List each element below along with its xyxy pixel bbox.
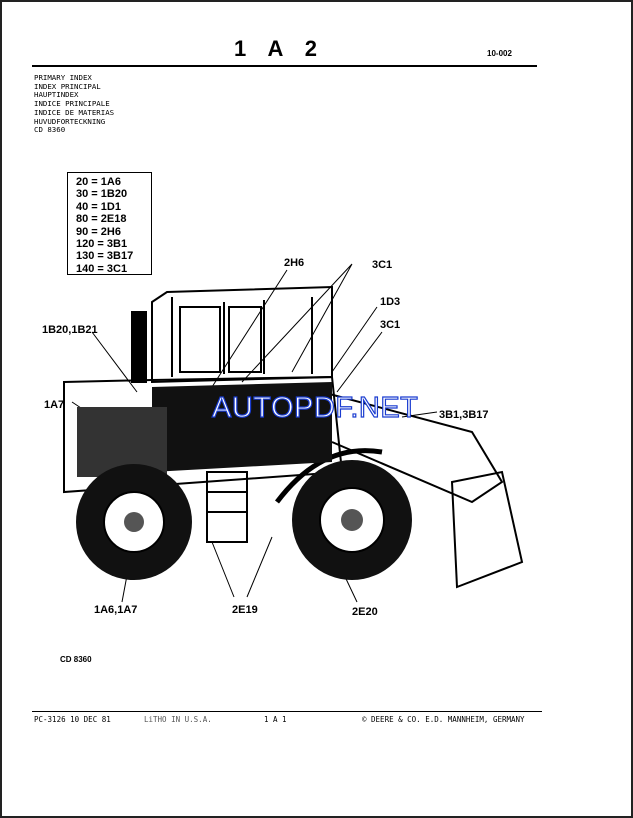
callout-2e20: 2E20 [352, 606, 378, 618]
index-line: INDICE DE MATERIAS [34, 107, 115, 117]
wheel-rear [76, 464, 192, 580]
callout-3c1-b: 3C1 [380, 319, 401, 331]
footer-page: 1 A 1 [264, 715, 287, 724]
callout-1a6: 1A6,1A7 [94, 604, 138, 616]
watermark: AUTOPDF.NET [211, 391, 419, 424]
callout-1a7: 1A7 [44, 399, 65, 411]
legend-item: 120 = 3B1 [76, 238, 128, 251]
index-titles: PRIMARY INDEX INDEX PRINCIPAL HAUPTINDEX… [34, 73, 115, 135]
index-line: HAUPTINDEX [34, 90, 79, 100]
footer-rule [32, 711, 542, 712]
wheel-front [292, 460, 412, 580]
page-code: 10-002 [487, 49, 512, 58]
callout-2h6: 2H6 [284, 257, 305, 269]
index-line: PRIMARY INDEX [34, 73, 92, 82]
legend-item: 30 = 1B20 [76, 188, 128, 201]
callout-1d3: 1D3 [380, 296, 401, 308]
header-rule [32, 65, 537, 67]
footer-copyright: © DEERE & CO. E.D. MANNHEIM, GERMANY [362, 715, 525, 724]
callout-2e19: 2E19 [232, 604, 258, 616]
legend-item: 40 = 1D1 [76, 200, 121, 213]
footer-pc: PC-3126 10 DEC 81 [34, 715, 111, 724]
legend-item: 80 = 2E18 [76, 213, 127, 226]
legend-item: 90 = 2H6 [76, 225, 121, 238]
index-line: HUVUDFORTECKNING [34, 116, 106, 126]
index-line: INDEX PRINCIPAL [34, 81, 101, 91]
callout-3c1: 3C1 [372, 259, 393, 271]
index-line: CD 8360 [34, 125, 66, 135]
footer-litho: LiTHO IN U.S.A. [144, 715, 212, 724]
index-line: INDICE PRINCIPALE [34, 99, 110, 109]
callout-3b1: 3B1,3B17 [439, 409, 489, 421]
legend-item: 140 = 3C1 [76, 262, 128, 275]
legend-item: 130 = 3B17 [76, 250, 134, 263]
legend-box: 20 = 1A6 30 = 1B20 40 = 1D1 80 = 2E18 90… [67, 172, 152, 275]
page-title: 1 A 2 [234, 36, 325, 61]
callout-1b20: 1B20,1B21 [42, 324, 98, 336]
figure-code: CD 8360 [60, 655, 92, 664]
legend-item: 20 = 1A6 [76, 176, 121, 188]
